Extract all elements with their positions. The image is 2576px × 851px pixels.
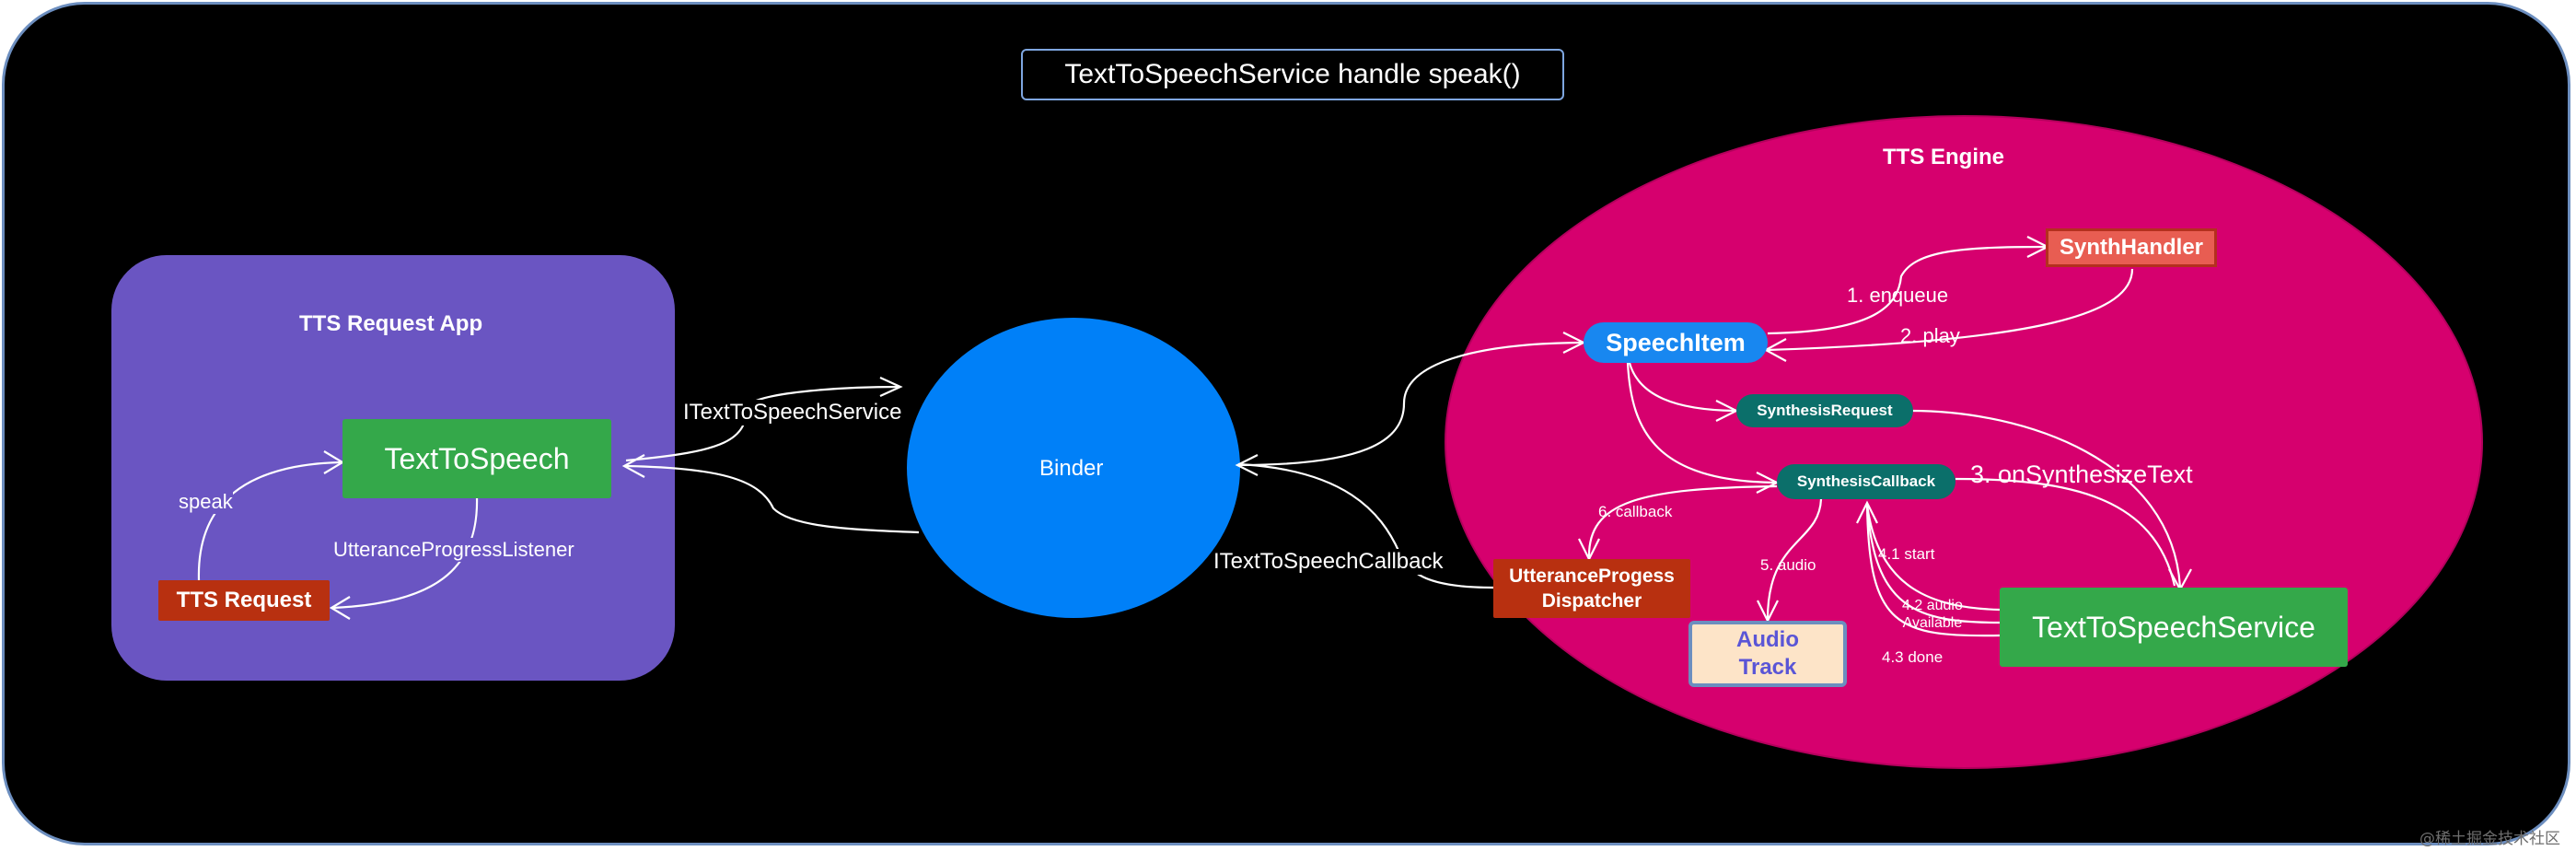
watermark: @稀土掘金技术社区 xyxy=(2419,830,2560,848)
audio-track-line2: Track xyxy=(1738,655,1797,680)
binder-label: Binder xyxy=(1039,456,1104,481)
dispatcher-line1: UtteranceProgess xyxy=(1509,565,1675,587)
tts-engine-label: TTS Engine xyxy=(1883,145,2004,169)
synthesis-callback-node: SynthesisCallback xyxy=(1777,464,1955,499)
audio-track-node: Audio Track xyxy=(1688,621,1847,687)
play-label: 2. play xyxy=(1900,324,1960,347)
callback-step-label: 6. callback xyxy=(1598,503,1673,520)
service-interface-label: ITextToSpeechService xyxy=(683,400,902,426)
audio-available-line2: Available xyxy=(1902,615,1963,632)
done-label: 4.3 done xyxy=(1882,648,1944,666)
on-synthesize-label: 3. onSynthesizeText xyxy=(1970,460,2193,488)
enqueue-label: 1. enqueue xyxy=(1847,284,1949,307)
diagram-title: TextToSpeechService handle speak() xyxy=(1021,49,1564,100)
audio-step-label: 5. audio xyxy=(1760,556,1816,574)
tts-engine-container xyxy=(1445,115,2483,769)
utterance-progress-dispatcher-node: UtteranceProgess Dispatcher xyxy=(1493,559,1690,618)
listener-label: UtteranceProgressListener xyxy=(333,538,574,562)
text-to-speech-service-node: TextToSpeechService xyxy=(2000,588,2348,667)
audio-track-line1: Audio xyxy=(1736,627,1799,652)
audio-available-label: 4.2 audio Available xyxy=(1902,597,1963,632)
start-label: 4.1 start xyxy=(1878,545,1935,563)
speak-label: speak xyxy=(179,490,233,514)
binder-node xyxy=(907,318,1240,618)
text-to-speech-node: TextToSpeech xyxy=(342,419,611,498)
callback-interface-label: ITextToSpeechCallback xyxy=(1213,549,1444,575)
tts-request-app-label: TTS Request App xyxy=(299,311,483,336)
dispatcher-line2: Dispatcher xyxy=(1541,590,1642,612)
tts-request-node: TTS Request xyxy=(158,580,330,621)
speech-item-node: SpeechItem xyxy=(1584,322,1768,363)
synthesis-request-node: SynthesisRequest xyxy=(1736,394,1913,427)
audio-available-line1: 4.2 audio xyxy=(1902,598,1963,613)
synth-handler-node: SynthHandler xyxy=(2046,228,2217,267)
